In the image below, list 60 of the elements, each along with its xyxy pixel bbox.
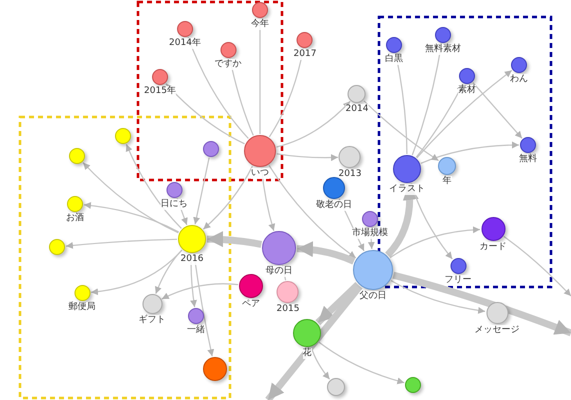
node-label: 2016 bbox=[180, 254, 204, 265]
arrow bbox=[392, 272, 571, 336]
node-label: 郵便局 bbox=[68, 302, 96, 313]
arrow bbox=[126, 144, 182, 229]
arrow bbox=[318, 342, 404, 384]
node-label: いつ bbox=[251, 168, 269, 179]
node-label: フリー bbox=[444, 275, 472, 286]
arrow bbox=[228, 58, 254, 136]
node-label: 一緒 bbox=[187, 325, 205, 336]
arrow bbox=[268, 48, 306, 138]
node-label: 母の日 bbox=[266, 266, 292, 277]
node-label: 花 bbox=[302, 348, 312, 359]
node-label: 日にち bbox=[160, 199, 188, 210]
node-label: 敬老の日 bbox=[316, 200, 352, 211]
node-label: ギフト bbox=[138, 315, 166, 326]
arrow bbox=[410, 183, 453, 260]
node-label: 2015年 bbox=[144, 86, 176, 97]
arrow bbox=[390, 280, 486, 314]
arrow bbox=[155, 250, 182, 294]
node-label: ですか bbox=[214, 59, 242, 70]
arrow bbox=[193, 158, 210, 224]
arrow bbox=[416, 70, 512, 158]
arrow bbox=[84, 202, 180, 233]
node-label: 2014年 bbox=[169, 38, 201, 49]
node-label: お酒 bbox=[66, 213, 84, 224]
arrow bbox=[90, 250, 182, 296]
arrow bbox=[187, 37, 249, 139]
arrow bbox=[385, 184, 418, 258]
node-label: 年 bbox=[442, 176, 452, 187]
arrow bbox=[206, 231, 262, 248]
node-label: 市場規模 bbox=[352, 228, 388, 239]
arrow bbox=[265, 284, 363, 400]
arrow bbox=[390, 226, 480, 258]
node-label: 無料 bbox=[519, 154, 537, 165]
node-label: 今年 bbox=[251, 19, 269, 30]
arrow bbox=[276, 153, 338, 162]
arrow bbox=[420, 142, 519, 164]
node-label: 素材 bbox=[458, 85, 476, 96]
node-label: メッセージ bbox=[474, 325, 520, 336]
node-label: イラスト bbox=[389, 184, 425, 195]
arrow bbox=[364, 100, 439, 162]
arrow bbox=[82, 162, 179, 234]
arrow bbox=[296, 241, 356, 264]
node-label: カード bbox=[480, 242, 506, 253]
arrow bbox=[66, 238, 178, 249]
arrow bbox=[310, 347, 330, 380]
node-label: 2017 bbox=[294, 49, 316, 60]
node-label: 白黒 bbox=[385, 54, 403, 65]
arrow bbox=[503, 236, 571, 296]
arrow bbox=[166, 83, 245, 144]
arrow bbox=[416, 84, 464, 158]
node-label: わん bbox=[510, 74, 528, 85]
arrow bbox=[162, 283, 238, 300]
arrow bbox=[268, 165, 356, 258]
node-label: ペア bbox=[242, 299, 260, 310]
node-label: 無料素材 bbox=[425, 44, 461, 55]
arrow bbox=[202, 166, 253, 230]
arrow bbox=[276, 100, 351, 148]
arrow bbox=[472, 82, 522, 139]
node-label: 父の日 bbox=[360, 291, 386, 302]
